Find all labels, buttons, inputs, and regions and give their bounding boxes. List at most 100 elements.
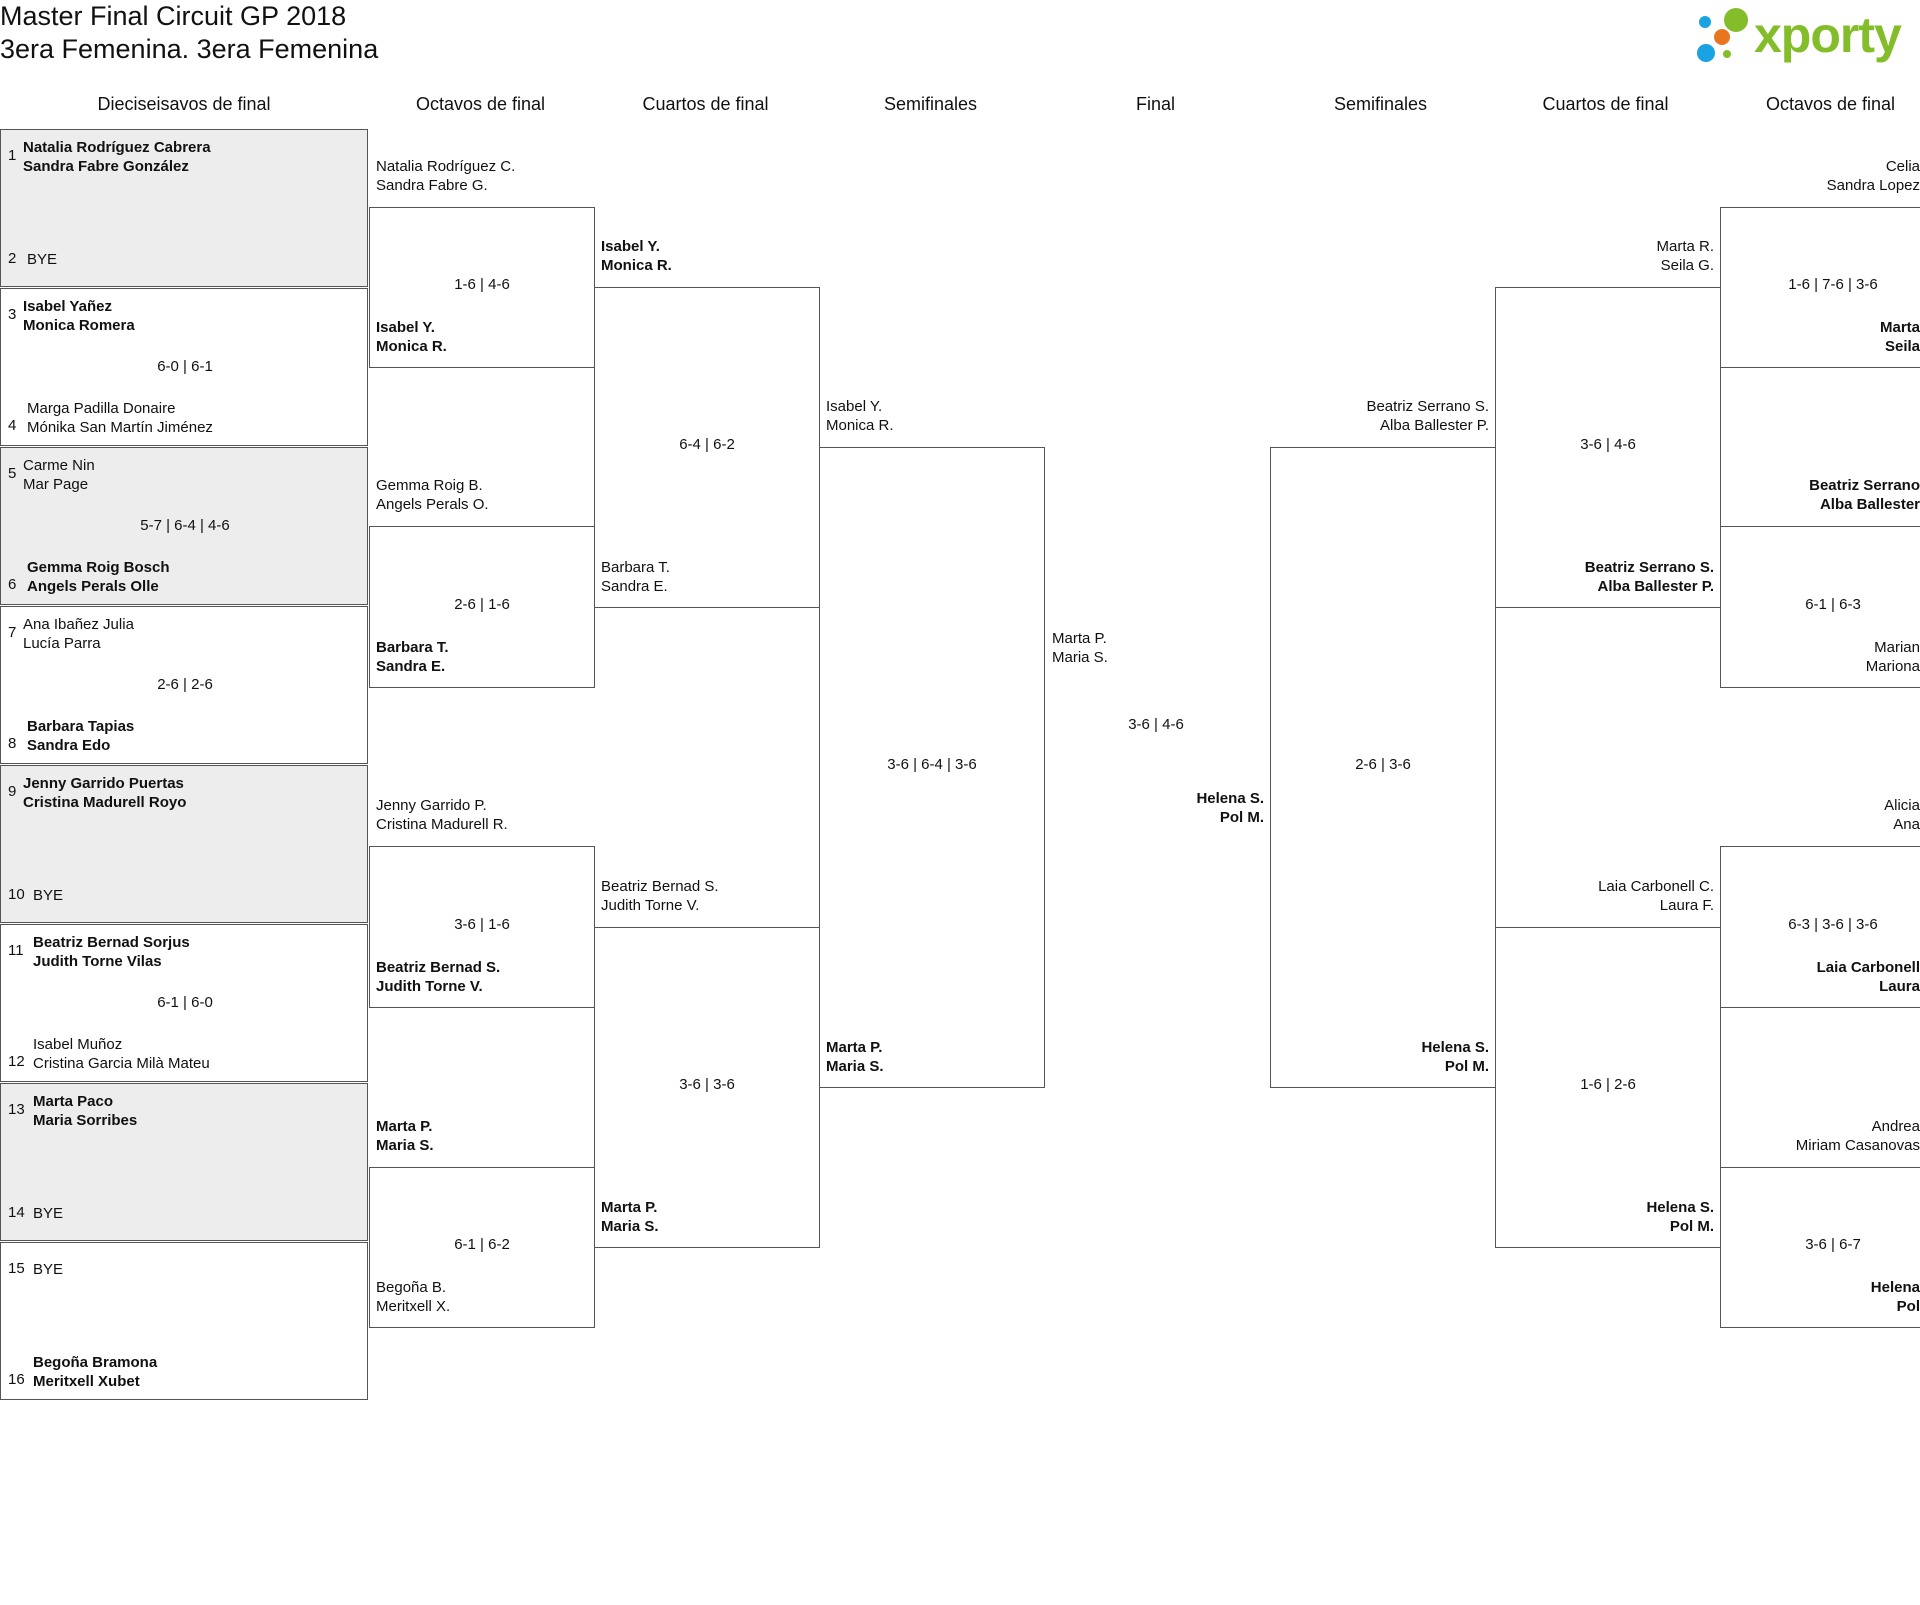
column-header: Cuartos de final xyxy=(1542,94,1669,114)
team-label: Pol M. xyxy=(1219,809,1264,826)
team-label: Laia Carbonell C. xyxy=(1598,878,1714,895)
team-label: Helena S. xyxy=(1196,790,1264,807)
column-header: Octavos de final xyxy=(1765,94,1896,114)
column-header: Dieciseisavos de final xyxy=(97,94,271,114)
seed-number: 16 xyxy=(8,1371,25,1388)
player-name: Monica Romera xyxy=(23,317,135,334)
match-score: 3-6 | 6-4 | 3-6 xyxy=(887,756,977,773)
bracket-connector xyxy=(1495,287,1721,608)
team-label: Sandra E. xyxy=(376,658,446,675)
team-label: Beatriz Bernad S. xyxy=(601,878,719,895)
team-label: Cristina Madurell R. xyxy=(376,816,508,833)
team-label: Beatriz Serrano S. xyxy=(1366,398,1489,415)
column-header: Octavos de final xyxy=(415,94,546,114)
title-line-2: 3era Femenina. 3era Femenina xyxy=(0,34,379,64)
column-header: Semifinales xyxy=(883,94,978,114)
team-label: Celia xyxy=(1885,158,1920,175)
tournament-title: Master Final Circuit GP 2018 3era Femeni… xyxy=(0,0,378,66)
match-score: 6-4 | 6-2 xyxy=(679,436,735,453)
match-score: 1-6 | 2-6 xyxy=(1580,1076,1636,1093)
seed-number: 2 xyxy=(8,250,17,267)
player-name: BYE xyxy=(33,1205,64,1222)
team-label: Laura F. xyxy=(1659,897,1714,914)
team-label: Alba Ballester P. xyxy=(1380,417,1489,434)
player-name: Barbara Tapias xyxy=(27,718,135,735)
team-label: Pol M. xyxy=(1444,1058,1489,1075)
match-score: 6-1 | 6-3 xyxy=(1805,595,1861,613)
team-label: Sandra Fabre G. xyxy=(376,177,488,194)
team-label: Marta R. xyxy=(1656,238,1714,255)
team-label: Begoña B. xyxy=(376,1279,447,1296)
team-label: Isabel Y. xyxy=(826,398,883,415)
match-score: 5-7 | 6-4 | 4-6 xyxy=(140,517,230,534)
team-label: Jenny Garrido P. xyxy=(376,797,487,814)
seed-number: 1 xyxy=(8,147,17,164)
player-name: Marga Padilla Donaire xyxy=(27,400,176,417)
team-label: Alicia xyxy=(1884,797,1920,814)
bracket-connector xyxy=(1720,1167,1920,1328)
team-label: Barbara T. xyxy=(376,639,449,656)
match-score: 1-6 | 7-6 | 3-6 xyxy=(1788,276,1878,293)
team-label: Seila xyxy=(1884,338,1920,355)
team-label: Beatriz Serrano S. xyxy=(1584,559,1714,576)
player-name: Maria Sorribes xyxy=(33,1112,138,1129)
logo-wordmark: xporty xyxy=(1754,7,1902,63)
team-label: Monica R. xyxy=(376,338,447,355)
match-score: 2-6 | 1-6 xyxy=(454,595,510,613)
team-label: Alba Ballester xyxy=(1819,496,1920,513)
player-name: Lucía Parra xyxy=(23,635,101,652)
seed-number: 5 xyxy=(8,465,17,482)
team-label: Judith Torne V. xyxy=(601,897,700,914)
player-name: Meritxell Xubet xyxy=(33,1373,140,1390)
team-label: Monica R. xyxy=(601,257,672,274)
team-label: Angels Perals O. xyxy=(376,496,489,513)
team-label: Seila G. xyxy=(1660,257,1714,274)
player-name: Beatriz Bernad Sorjus xyxy=(33,934,190,951)
player-name: Isabel Muñoz xyxy=(33,1036,123,1053)
xporty-logo: xporty xyxy=(1690,4,1920,66)
match-score: 2-6 | 2-6 xyxy=(157,676,213,693)
player-name: Judith Torne Vilas xyxy=(33,953,162,970)
team-label: Beatriz Serrano xyxy=(1809,477,1920,494)
seed-number: 12 xyxy=(8,1053,25,1070)
seed-number: 7 xyxy=(8,624,17,641)
team-label: Ana xyxy=(1893,816,1920,833)
player-name: Marta Paco xyxy=(33,1093,114,1110)
player-name: Isabel Yañez xyxy=(23,298,112,315)
player-name: Carme Nin xyxy=(23,457,95,474)
team-label: Sandra E. xyxy=(601,578,668,595)
column-header: Cuartos de final xyxy=(642,94,769,114)
team-label: Natalia Rodríguez C. xyxy=(376,158,516,175)
bracket-connector xyxy=(1720,207,1920,368)
seed-number: 11 xyxy=(8,942,24,959)
player-name: Gemma Roig Bosch xyxy=(27,559,170,576)
team-label: Marta P. xyxy=(601,1199,658,1216)
seed-number: 8 xyxy=(8,735,17,752)
bracket-connector xyxy=(1720,526,1920,688)
team-label: Maria S. xyxy=(376,1137,434,1154)
match-score: 6-3 | 3-6 | 3-6 xyxy=(1788,915,1878,933)
team-label: Miriam Casanovas xyxy=(1795,1137,1920,1154)
team-label: Marta xyxy=(1879,319,1920,336)
player-name: Mar Page xyxy=(23,476,89,493)
match-score: 3-6 | 4-6 xyxy=(1580,436,1636,453)
seed-number: 14 xyxy=(8,1204,25,1221)
match-score: 3-6 | 6-7 xyxy=(1805,1236,1861,1253)
match-score: 6-0 | 6-1 xyxy=(157,358,213,375)
player-name: Ana Ibañez Julia xyxy=(23,616,134,633)
player-name: Angels Perals Olle xyxy=(27,578,159,595)
match-score: 2-6 | 3-6 xyxy=(1355,756,1411,773)
player-name: Jenny Garrido Puertas xyxy=(23,775,184,792)
team-label: Pol M. xyxy=(1669,1218,1714,1235)
player-name: Sandra Edo xyxy=(27,737,111,754)
team-label: Sandra Lopez xyxy=(1826,177,1920,194)
column-header: Final xyxy=(1135,94,1175,114)
team-label: Barbara T. xyxy=(601,559,670,576)
player-name: Cristina Madurell Royo xyxy=(23,794,187,811)
